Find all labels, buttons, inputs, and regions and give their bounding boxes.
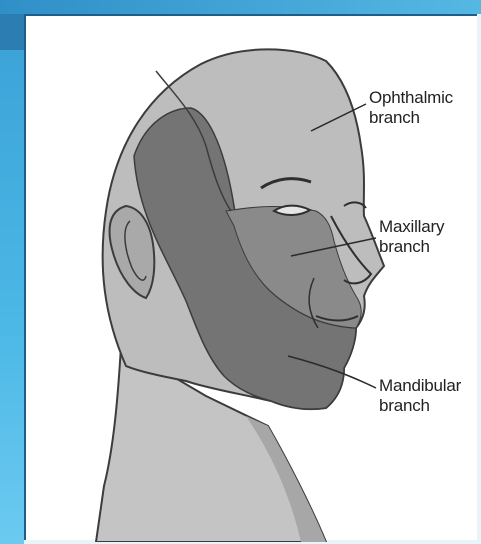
diagram-frame: Ophthalmic branch Maxillary branch Mandi… <box>24 14 477 540</box>
slide-left-band <box>0 0 24 544</box>
ophthalmic-label-line2: branch <box>369 108 453 128</box>
ophthalmic-label-line1: Ophthalmic <box>369 88 453 108</box>
ophthalmic-label: Ophthalmic branch <box>369 88 453 128</box>
mandibular-label-line2: branch <box>379 396 461 416</box>
mandibular-label: Mandibular branch <box>379 376 461 416</box>
eye <box>274 206 310 215</box>
mandibular-label-line1: Mandibular <box>379 376 461 396</box>
maxillary-label: Maxillary branch <box>379 217 444 257</box>
slide-top-band <box>0 0 481 14</box>
maxillary-label-line2: branch <box>379 237 444 257</box>
slide-corner-notch <box>0 14 24 50</box>
maxillary-label-line1: Maxillary <box>379 217 444 237</box>
